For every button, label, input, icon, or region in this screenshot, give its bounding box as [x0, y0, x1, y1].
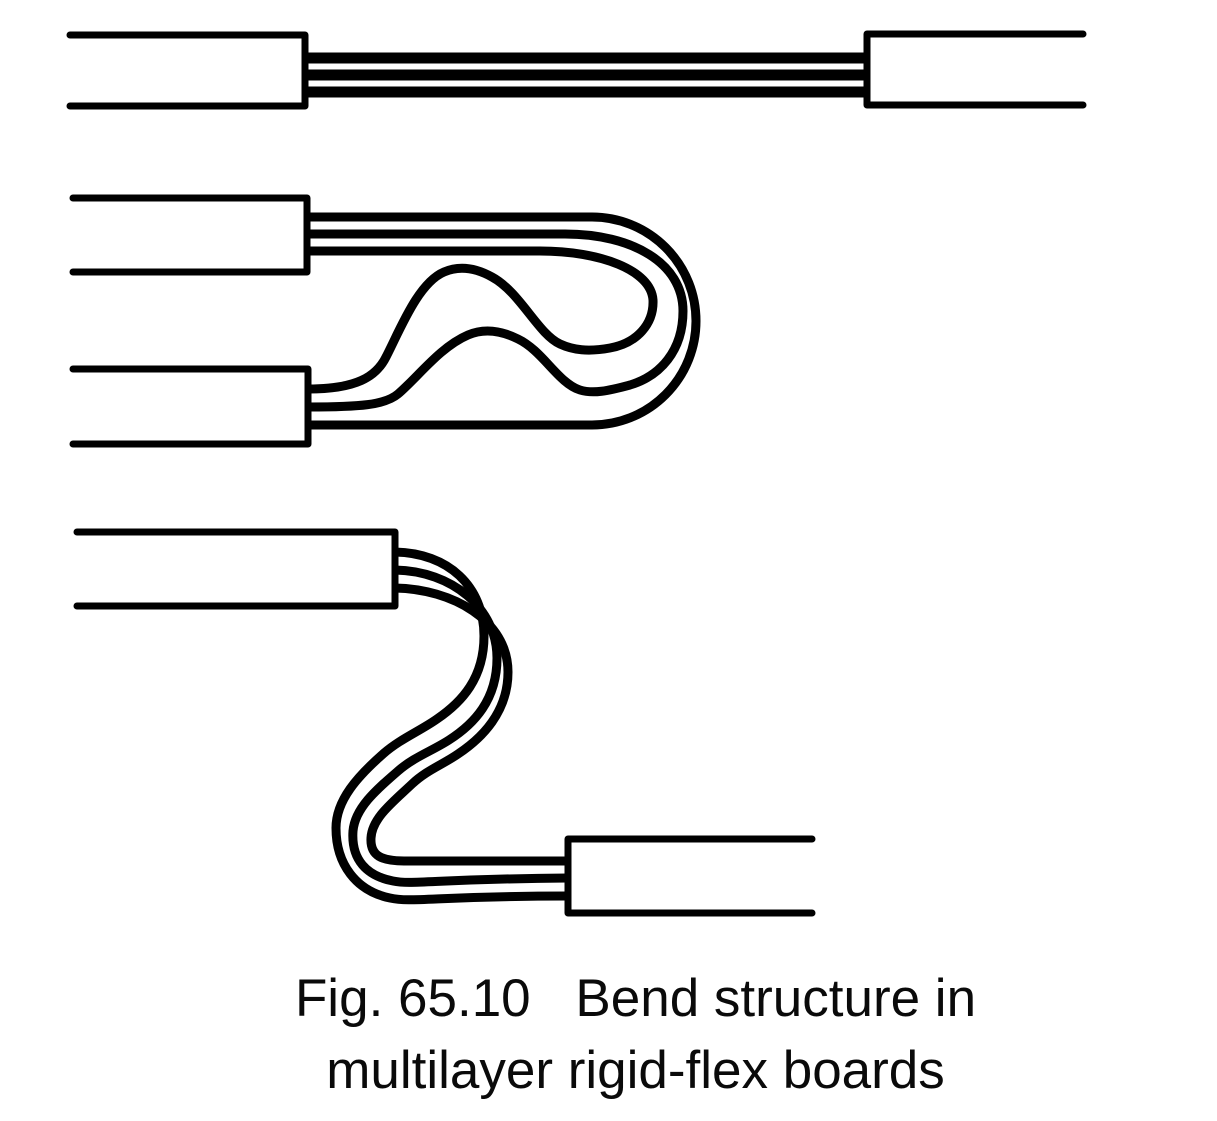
- caption-line-2: multilayer rigid-flex boards: [326, 1041, 945, 1100]
- loopback-outer-layer: [307, 212, 701, 430]
- s-bend-layer-1: [331, 547, 569, 905]
- caption-line-1: Fig. 65.10 Bend structure in: [27, 963, 1217, 1035]
- s-bend-flex-section: [73, 528, 816, 917]
- loopback-inner-layer: [307, 246, 658, 394]
- figure-label: Fig. 65.10: [294, 969, 531, 1028]
- loopback-flex-section: [69, 194, 701, 448]
- loopback-middle-layer: [307, 229, 688, 412]
- straight-right-rigid-board: [863, 30, 1087, 109]
- s-bend-layer-2: [348, 565, 569, 887]
- s-bend-lower-rigid-board: [564, 835, 816, 917]
- loopback-lower-rigid-board: [69, 365, 312, 448]
- straight-flex-section: [66, 30, 1087, 110]
- s-bend-layer-3: [366, 583, 568, 866]
- loopback-upper-rigid-board: [69, 194, 311, 276]
- s-bend-upper-rigid-board: [73, 528, 399, 610]
- straight-left-rigid-board: [66, 31, 309, 110]
- caption-title-part-1: Bend structure in: [575, 969, 977, 1028]
- figure-caption: Fig. 65.10 Bend structure in multilayer …: [27, 963, 1217, 1107]
